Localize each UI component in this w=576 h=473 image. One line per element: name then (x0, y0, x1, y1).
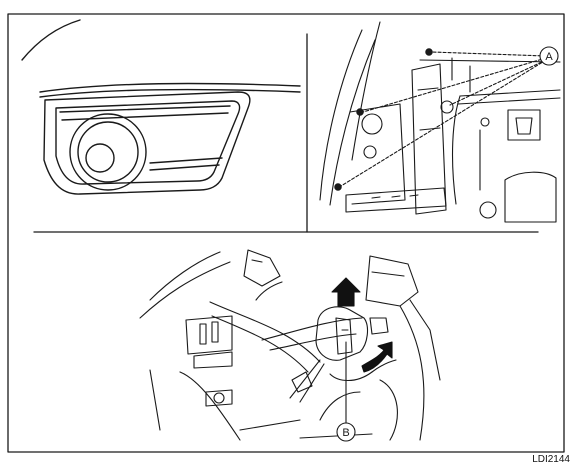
callout-a-label: A (545, 51, 553, 63)
panel-fog-lamp-bezel (21, 19, 301, 195)
callout-b-circle (336, 422, 356, 442)
screw-a-3 (334, 183, 342, 191)
figure-frame (7, 13, 565, 453)
screw-a-2 (356, 108, 364, 116)
screw-a-1 (425, 48, 433, 56)
panel-bezel-fasteners: A (319, 21, 561, 223)
fog-lamp-bezel (43, 91, 251, 195)
callout-a-circle (539, 46, 559, 66)
panel-bulb-connector: B (139, 249, 441, 442)
direction-arrow-turn (361, 341, 393, 373)
figure-code: LDI2144 (532, 454, 570, 465)
direction-arrow-up (331, 277, 361, 307)
callout-b-label: B (342, 427, 349, 439)
fog-lamp (69, 113, 147, 191)
bulb-socket (315, 306, 397, 382)
